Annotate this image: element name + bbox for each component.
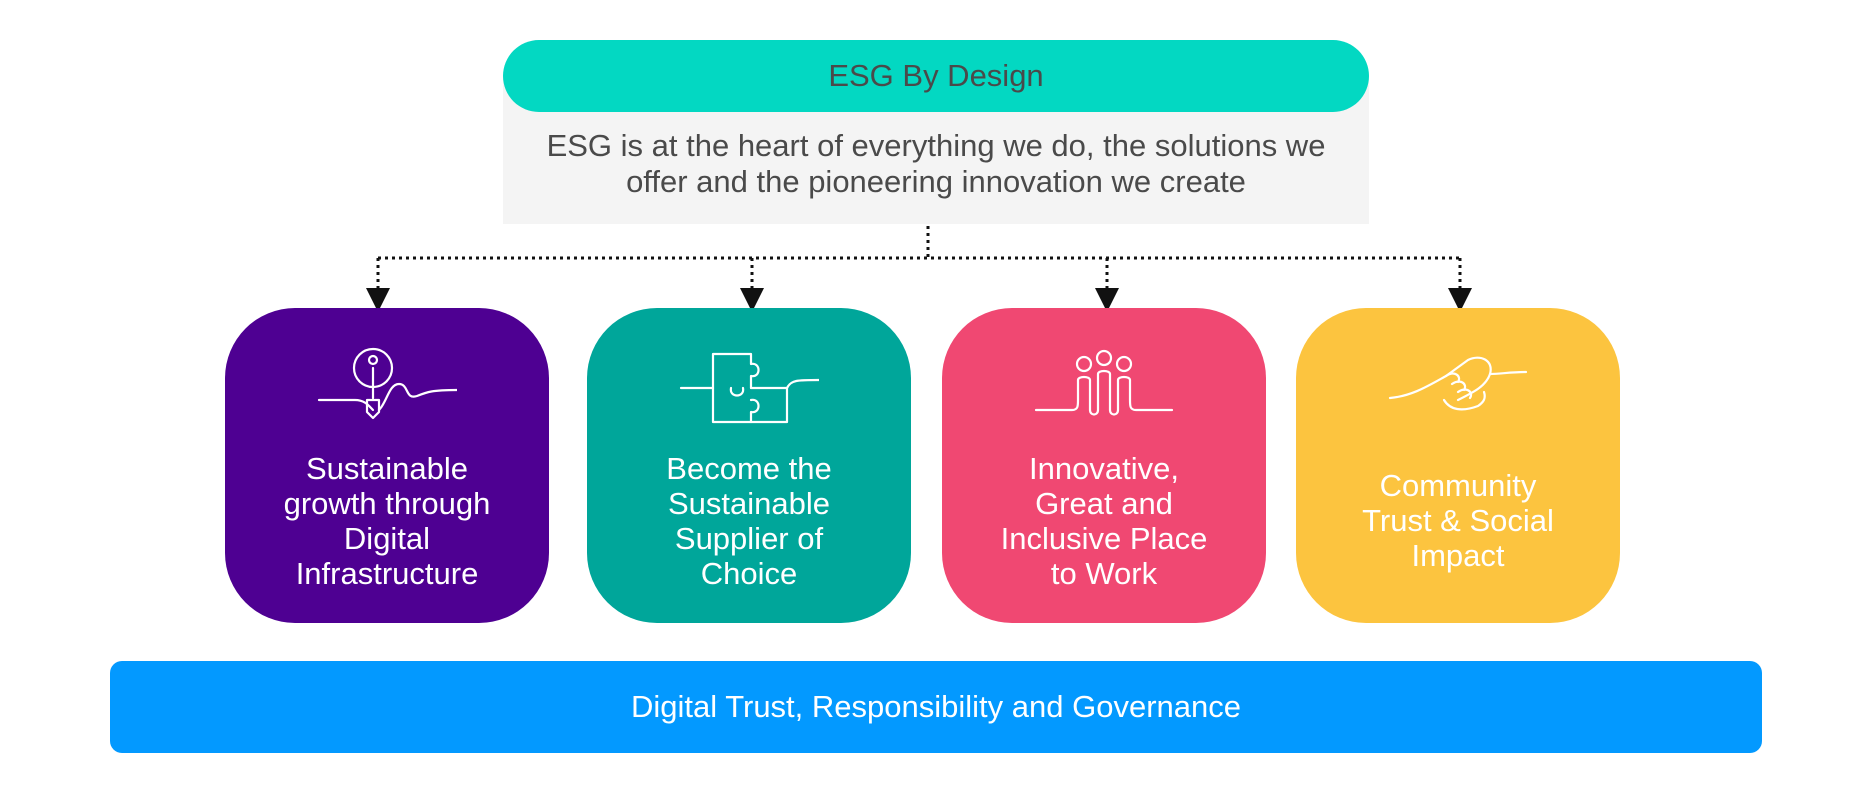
pillar-title: Sustainable growth through Digital Infra… (225, 448, 549, 593)
pillar-title-line: Great and (1035, 485, 1173, 521)
pillar-title-line: Sustainable (667, 485, 830, 521)
pillar-title-line: Inclusive Place (1000, 520, 1208, 556)
governance-label: Digital Trust, Responsibility and Govern… (631, 689, 1241, 724)
pillar-title-line: Infrastructure (295, 555, 479, 591)
pillar-title-line: Impact (1411, 538, 1505, 573)
pillar-title-line: Community (1379, 468, 1537, 503)
description-line-1: ESG is at the heart of everything we do,… (546, 128, 1326, 163)
governance-banner: Digital Trust, Responsibility and Govern… (110, 661, 1762, 753)
pillar-title-line: Become the (666, 450, 832, 486)
people-icon (1034, 349, 1174, 416)
pillar-title-line: Sustainable (305, 450, 468, 486)
handshake-icon (1388, 356, 1528, 411)
pillar-title: Become the Sustainable Supplier of Choic… (587, 448, 911, 593)
pillar-title-line: to Work (1050, 555, 1158, 591)
puzzle-icon (679, 352, 819, 424)
pillar-card-sustainable-supplier: Become the Sustainable Supplier of Choic… (587, 308, 911, 623)
header-title: ESG By Design (828, 58, 1044, 93)
lightbulb-icon (317, 347, 457, 420)
pillar-card-community-trust: Community Trust & Social Impact (1296, 308, 1620, 623)
header-banner: ESG By Design (503, 40, 1369, 112)
pillar-title-line: growth through (283, 485, 491, 521)
description-box: ESG is at the heart of everything we do,… (503, 76, 1369, 224)
pillar-card-digital-infrastructure: Sustainable growth through Digital Infra… (225, 308, 549, 623)
pillar-title: Innovative, Great and Inclusive Place to… (942, 448, 1266, 593)
pillar-title: Community Trust & Social Impact (1296, 448, 1620, 593)
pillar-card-inclusive-workplace: Innovative, Great and Inclusive Place to… (942, 308, 1266, 623)
pillar-title-line: Supplier of (674, 520, 824, 556)
pillar-title-line: Digital (343, 520, 431, 556)
pillar-title-line: Trust & Social (1362, 503, 1554, 538)
pillar-title-line: Innovative, (1029, 450, 1179, 486)
pillar-title-line: Choice (700, 555, 798, 591)
description-line-2: offer and the pioneering innovation we c… (626, 164, 1246, 199)
